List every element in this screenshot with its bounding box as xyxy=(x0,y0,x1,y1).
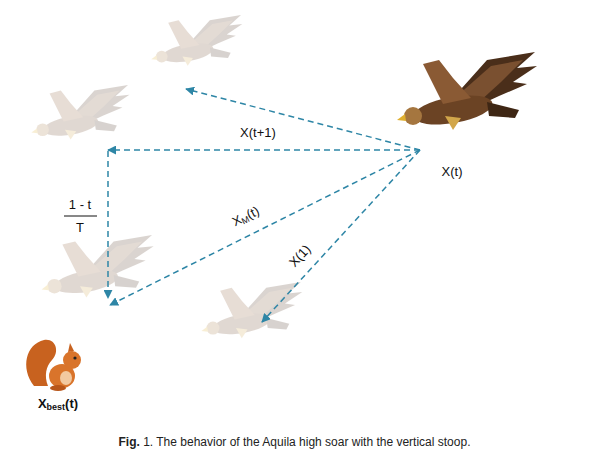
dashed-arrow xyxy=(262,150,420,322)
subscript: best xyxy=(47,402,66,412)
eagle-figure xyxy=(31,85,129,140)
variable-label: X(t) xyxy=(440,164,465,180)
caption-number: Fig. xyxy=(119,435,140,449)
variable-label: Xbest(t) xyxy=(36,396,80,413)
eagle-figure xyxy=(151,15,242,66)
dashed-arrow xyxy=(108,149,420,151)
variable-label: 1 - t xyxy=(67,197,93,213)
variable-label: T xyxy=(74,220,86,236)
variable-label: XM(t) xyxy=(228,202,265,232)
dashed-arrow xyxy=(107,151,109,298)
caption-body: 1. The behavior of the Aquila high soar … xyxy=(140,435,471,449)
fraction-bar xyxy=(64,216,97,217)
variable-label: X(t+1) xyxy=(238,125,278,141)
dashed-arrow xyxy=(110,150,420,305)
figure-caption: Fig. 1. The behavior of the Aquila high … xyxy=(0,435,589,449)
symbol-part: X xyxy=(38,396,47,411)
squirrel-figure xyxy=(26,340,81,391)
eagle-figure xyxy=(42,235,154,297)
variable-label: X(1) xyxy=(285,240,316,272)
dashed-arrow xyxy=(186,89,420,150)
symbol-part: (t) xyxy=(65,396,78,411)
eagle-figure xyxy=(397,52,537,130)
eagle-figure xyxy=(201,282,302,338)
